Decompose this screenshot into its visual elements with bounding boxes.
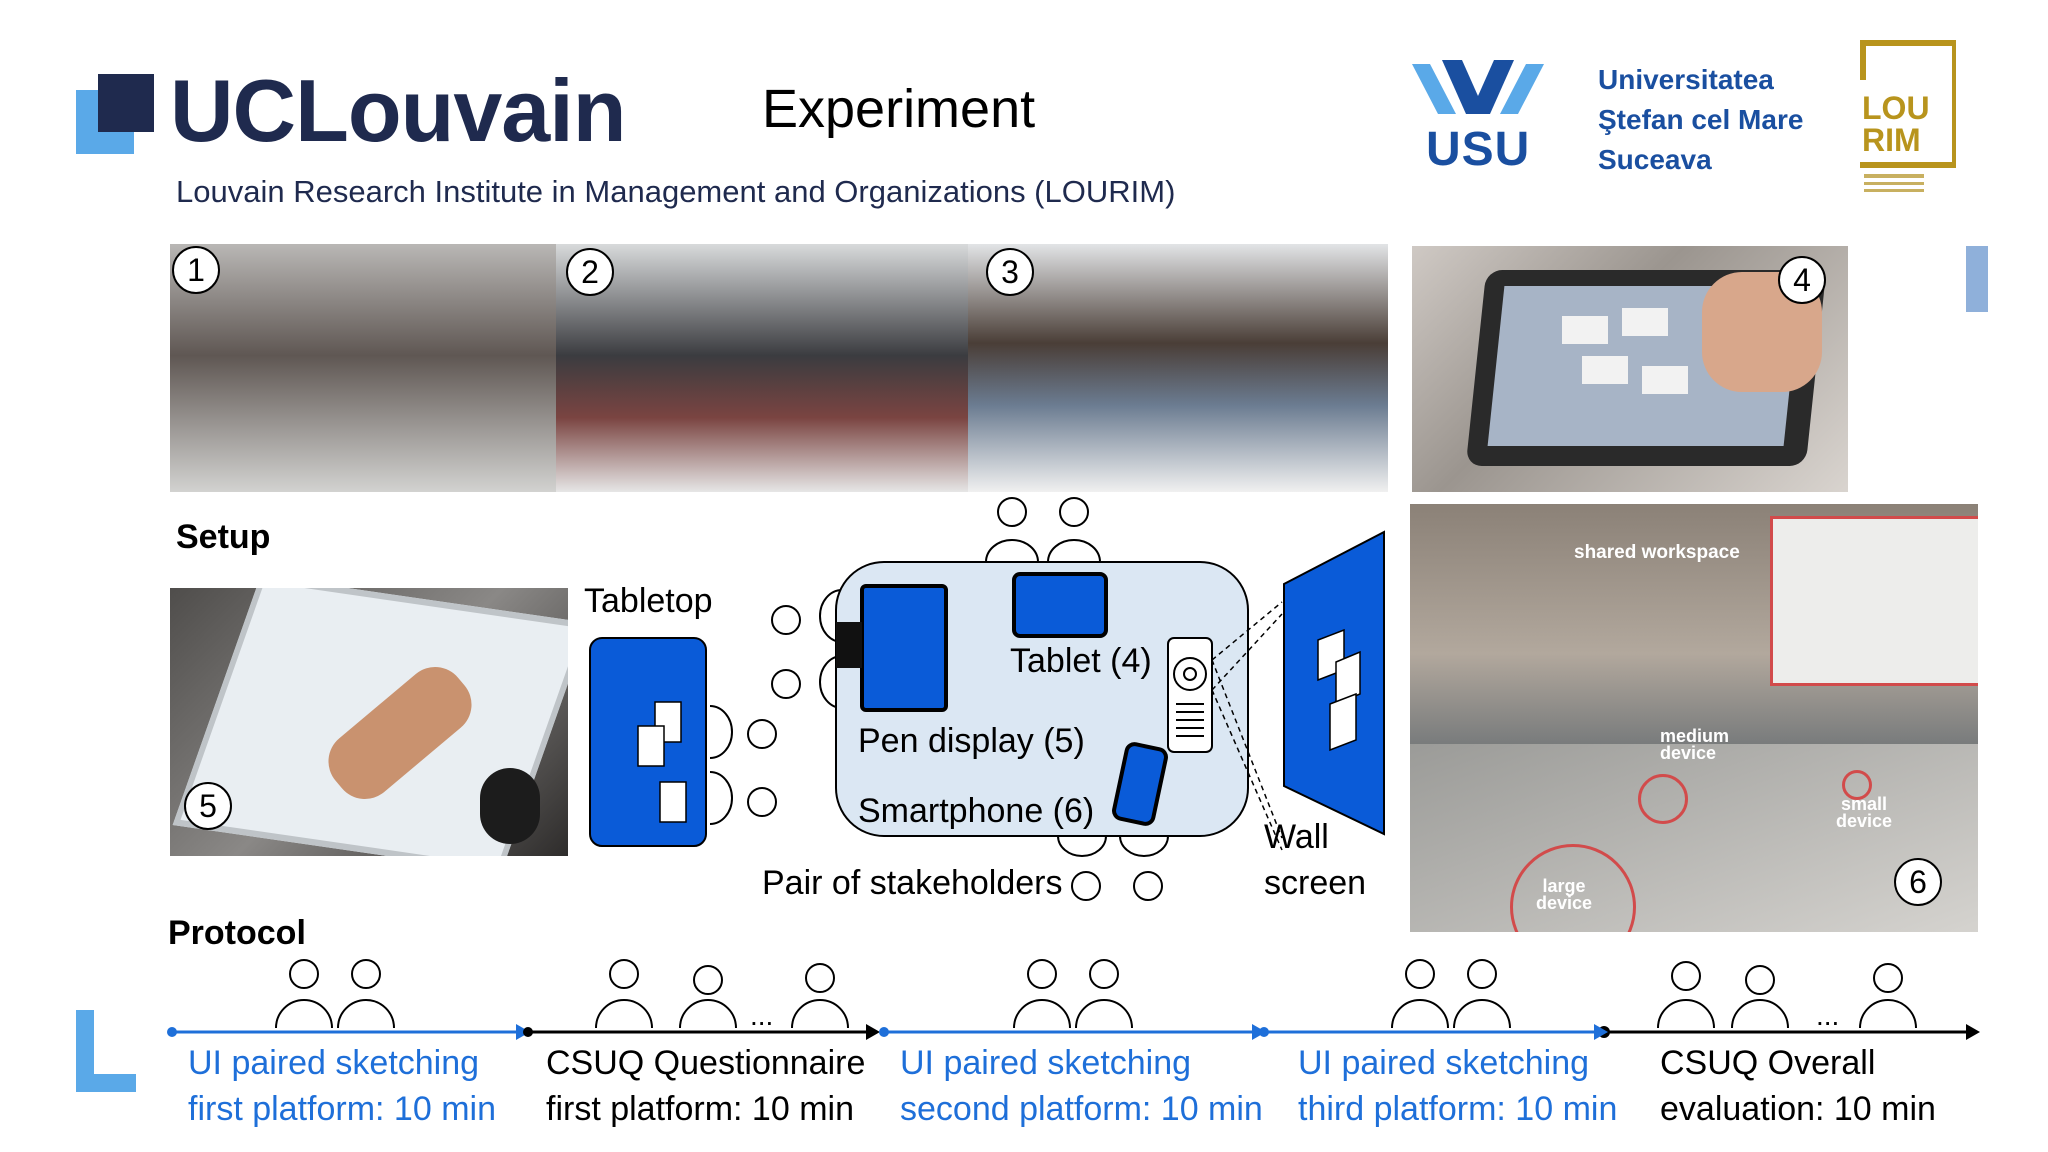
ellipsis-5: ... xyxy=(1816,1000,1840,1031)
group-icon-5 xyxy=(1657,961,1917,1029)
wall-screen-device xyxy=(1283,530,1385,836)
step-3-line-1: UI paired sketching xyxy=(900,1044,1192,1082)
badge-4: 4 xyxy=(1778,256,1826,304)
pair-icon-4 xyxy=(1391,959,1511,1029)
page-subtitle: Louvain Research Institute in Management… xyxy=(176,174,1176,209)
badge-5: 5 xyxy=(184,782,232,830)
photo-collaboration-strip: 1 2 3 xyxy=(170,244,1388,492)
usv-name: Universitatea Ştefan cel Mare Suceava xyxy=(1598,60,1803,180)
usv-line-3: Suceava xyxy=(1598,144,1712,175)
protocol-timeline xyxy=(167,959,1980,1040)
step-2-line-2: first platform: 10 min xyxy=(546,1090,854,1128)
usv-line-2: Ştefan cel Mare xyxy=(1598,104,1804,135)
uclouvain-logo xyxy=(76,70,616,160)
label-medium-device: medium device xyxy=(1660,726,1730,763)
protocol-step-2: CSUQ Questionnaire first platform: 10 mi… xyxy=(546,1040,865,1132)
label-pen-display: Pen display (5) xyxy=(858,722,1085,760)
label-small-device: small device xyxy=(1836,794,1893,831)
badge-1: 1 xyxy=(172,246,220,294)
step-1-line-1: UI paired sketching xyxy=(188,1044,480,1082)
badge-2: 2 xyxy=(566,248,614,296)
step-2-line-1: CSUQ Questionnaire xyxy=(546,1044,866,1082)
label-small-line-1: small xyxy=(1841,794,1888,814)
smartphone-device xyxy=(1112,742,1168,826)
group-icon-2 xyxy=(595,959,849,1029)
usv-mark: USU xyxy=(1426,123,1531,176)
setup-heading: Setup xyxy=(176,518,271,556)
step-3-line-2: second platform: 10 min xyxy=(900,1090,1263,1128)
protocol-step-3: UI paired sketching second platform: 10 … xyxy=(900,1040,1263,1132)
photo-room: shared workspace medium device small dev… xyxy=(1410,504,1978,932)
badge-6: 6 xyxy=(1894,858,1942,906)
uclouvain-wordmark: UCLouvain xyxy=(170,61,626,160)
label-pair-of-stakeholders: Pair of stakeholders xyxy=(762,864,1063,902)
lourim-line-2: RIM xyxy=(1862,122,1921,158)
usv-line-1: Universitatea xyxy=(1598,64,1774,95)
protocol-heading: Protocol xyxy=(168,914,306,952)
tablet-device xyxy=(1012,572,1108,638)
label-small-line-2: device xyxy=(1836,811,1893,831)
uclouvain-l-mark xyxy=(76,1010,136,1092)
step-1-line-2: first platform: 10 min xyxy=(188,1090,496,1128)
side-accent-bar xyxy=(1966,246,1988,312)
photo-pen-display: 5 xyxy=(170,588,568,856)
photo-tablet: 4 xyxy=(1412,246,1848,492)
label-tablet: Tablet (4) xyxy=(1010,642,1152,680)
label-screen: screen xyxy=(1264,864,1367,902)
step-4-line-1: UI paired sketching xyxy=(1298,1044,1590,1082)
label-wall: Wall xyxy=(1264,818,1329,856)
protocol-step-5: CSUQ Overall evaluation: 10 min xyxy=(1660,1040,1936,1132)
protocol-step-1: UI paired sketching first platform: 10 m… xyxy=(188,1040,496,1132)
badge-3: 3 xyxy=(986,248,1034,296)
usv-logo: USU xyxy=(1408,54,1548,176)
label-medium-line-1: medium xyxy=(1660,726,1730,746)
projector-device xyxy=(1167,637,1213,753)
label-smartphone: Smartphone (6) xyxy=(858,792,1095,830)
label-large-device: large device xyxy=(1536,876,1593,913)
label-medium-line-2: device xyxy=(1660,743,1717,763)
ellipsis-2: ... xyxy=(750,1000,774,1031)
step-4-line-2: third platform: 10 min xyxy=(1298,1090,1618,1128)
label-large-line-2: device xyxy=(1536,893,1593,913)
label-shared-workspace: shared workspace xyxy=(1574,542,1740,563)
lourim-line-1: LOU xyxy=(1862,90,1930,126)
label-large-line-1: large xyxy=(1542,876,1586,896)
lourim-logo: LOU RIM xyxy=(1860,40,1960,196)
pair-icon-3 xyxy=(1013,959,1133,1029)
protocol-step-4: UI paired sketching third platform: 10 m… xyxy=(1298,1040,1617,1132)
page-title: Experiment xyxy=(762,79,1036,139)
pair-icon-1 xyxy=(275,959,395,1029)
setup-diagram xyxy=(589,497,1385,901)
pen-display-device xyxy=(860,584,948,712)
label-tabletop: Tabletop xyxy=(584,582,713,620)
step-5-line-2: evaluation: 10 min xyxy=(1660,1090,1936,1128)
step-5-line-1: CSUQ Overall xyxy=(1660,1044,1876,1082)
